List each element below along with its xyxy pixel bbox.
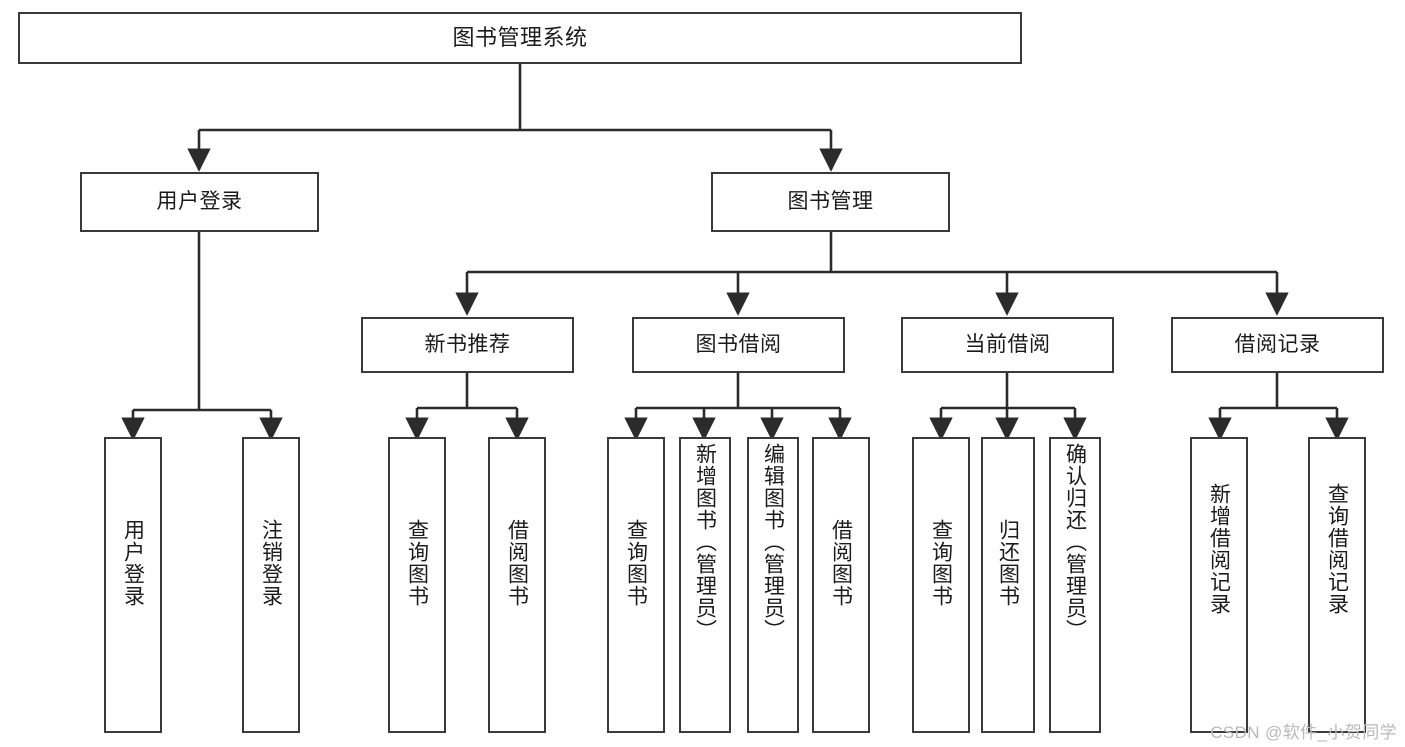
node-label: 新书推荐 (424, 332, 511, 356)
leaf-confirm-return-admin[interactable]: 确认归还（管理员） (1049, 437, 1101, 733)
node-current-borrow[interactable]: 当前借阅 (901, 317, 1114, 373)
node-label: 注销登录 (259, 519, 283, 607)
leaf-borrow-book-recommend[interactable]: 借阅图书 (488, 437, 546, 733)
leaf-query-book-recommend[interactable]: 查询图书 (388, 437, 446, 733)
node-label: 当前借阅 (964, 332, 1051, 356)
node-label: 确认归还（管理员） (1063, 443, 1087, 641)
node-label: 借阅图书 (505, 519, 529, 607)
leaf-query-book-borrow[interactable]: 查询图书 (607, 437, 665, 733)
node-label: 编辑图书（管理员） (761, 443, 785, 641)
node-label: 图书借阅 (695, 332, 782, 356)
node-label: 查询图书 (624, 519, 648, 607)
leaf-user-login[interactable]: 用户登录 (104, 437, 162, 733)
node-label: 图书管理 (787, 189, 874, 213)
leaf-edit-book-admin[interactable]: 编辑图书（管理员） (747, 437, 799, 733)
leaf-logout-login[interactable]: 注销登录 (242, 437, 300, 733)
node-label: 归还图书 (996, 519, 1020, 607)
node-new-book-recommend[interactable]: 新书推荐 (361, 317, 574, 373)
node-label: 新增借阅记录 (1207, 483, 1231, 615)
node-user-login[interactable]: 用户登录 (80, 172, 319, 232)
node-label: 用户登录 (121, 519, 145, 607)
node-label: 借阅记录 (1234, 332, 1321, 356)
node-root-book-management-system[interactable]: 图书管理系统 (18, 12, 1022, 64)
leaf-borrow-book[interactable]: 借阅图书 (812, 437, 870, 733)
csdn-watermark: CSDN @软件_小贺同学 (1210, 723, 1397, 742)
node-label: 查询借阅记录 (1325, 483, 1349, 615)
node-label: 查询图书 (405, 519, 429, 607)
node-label: 借阅图书 (829, 519, 853, 607)
node-label: 查询图书 (929, 519, 953, 607)
leaf-query-borrow-record[interactable]: 查询借阅记录 (1308, 437, 1366, 733)
node-label: 图书管理系统 (452, 25, 588, 51)
node-book-borrow[interactable]: 图书借阅 (632, 317, 845, 373)
leaf-query-book-current[interactable]: 查询图书 (912, 437, 970, 733)
node-label: 新增图书（管理员） (693, 443, 717, 641)
node-book-management[interactable]: 图书管理 (711, 172, 950, 232)
leaf-return-book[interactable]: 归还图书 (981, 437, 1035, 733)
node-label: 用户登录 (156, 189, 243, 213)
leaf-add-book-admin[interactable]: 新增图书（管理员） (679, 437, 731, 733)
leaf-add-borrow-record[interactable]: 新增借阅记录 (1190, 437, 1248, 733)
node-borrow-record[interactable]: 借阅记录 (1171, 317, 1384, 373)
